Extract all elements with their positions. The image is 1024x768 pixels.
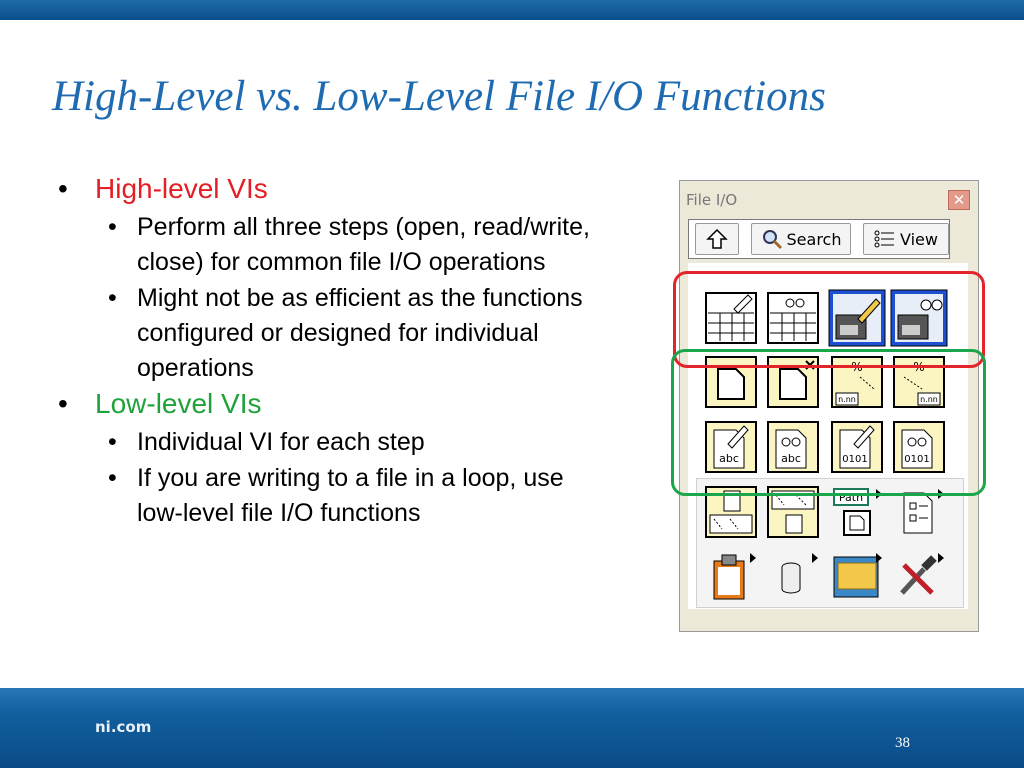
storage-icon[interactable] [702, 547, 760, 605]
sub-bullet-text: Individual VI for each step [137, 428, 425, 456]
bullet-dot: • [108, 464, 117, 492]
sub-bullet-text: If you are writing to a file in a loop, … [137, 464, 564, 527]
write-binary-file-icon[interactable]: 0101 [828, 418, 886, 476]
bottom-bar: ni.com 38 [0, 688, 1024, 768]
bullet-label-low-level: Low-level VIs [95, 388, 262, 419]
read-measurement-file-icon[interactable] [890, 289, 948, 347]
high-level-highlight-box [673, 271, 985, 368]
advanced-file-functions-icon[interactable] [828, 547, 886, 605]
close-button[interactable]: ✕ [948, 190, 970, 210]
read-text-file-icon[interactable]: abc [764, 418, 822, 476]
bullet-dot: • [108, 284, 117, 312]
bullet-dot: • [108, 428, 117, 456]
low-level-highlight-box [671, 349, 986, 496]
view-label: View [900, 229, 938, 249]
write-spreadsheet-icon[interactable] [702, 289, 760, 347]
array-to-spreadsheet-icon[interactable] [702, 483, 760, 541]
sub-bullet: • Might not be as efficient as the funct… [108, 281, 608, 386]
bullet-low-level: • Low-level VIs [58, 387, 638, 421]
read-binary-file-icon[interactable]: 0101 [890, 418, 948, 476]
up-arrow-icon [706, 228, 728, 249]
svg-text:0101: 0101 [904, 454, 929, 465]
sub-bullet: • If you are writing to a file in a loop… [108, 461, 608, 531]
up-button[interactable] [695, 223, 739, 255]
search-icon [762, 230, 782, 250]
top-bar [0, 0, 1024, 20]
bullet-dot: • [58, 388, 68, 419]
search-button[interactable]: Search [751, 223, 851, 255]
file-tools-icon[interactable] [890, 547, 948, 605]
palette-toolbar: Search View [688, 219, 950, 259]
read-spreadsheet-icon[interactable] [764, 289, 822, 347]
write-measurement-file-icon[interactable] [828, 289, 886, 347]
sub-bullet-text: Perform all three steps (open, read/writ… [137, 213, 590, 276]
svg-text:n.nn: n.nn [838, 395, 856, 404]
view-list-icon [874, 230, 895, 248]
datalog-icon[interactable] [764, 547, 822, 605]
write-text-file-icon[interactable]: abc [702, 418, 760, 476]
bullet-label-high-level: High-level VIs [95, 173, 268, 204]
bullet-dot: • [58, 173, 68, 204]
svg-text:n.nn: n.nn [920, 395, 938, 404]
sub-bullet: • Individual VI for each step [108, 425, 608, 460]
svg-text:abc: abc [781, 452, 801, 465]
view-button[interactable]: View [863, 223, 949, 255]
bullet-list: • High-level VIs • Perform all three ste… [58, 172, 638, 532]
page-number: 38 [895, 735, 910, 751]
sub-bullet: • Perform all three steps (open, read/wr… [108, 210, 608, 280]
bullet-high-level: • High-level VIs [58, 172, 638, 206]
search-label: Search [786, 229, 842, 249]
palette-title: File I/O [686, 191, 738, 209]
slide-title: High-Level vs. Low-Level File I/O Functi… [52, 73, 826, 120]
svg-text:abc: abc [719, 452, 739, 465]
bullet-dot: • [108, 213, 117, 241]
footer-logo: ni.com [95, 718, 152, 736]
sub-bullet-text: Might not be as efficient as the functio… [137, 284, 583, 382]
svg-text:0101: 0101 [842, 454, 867, 465]
